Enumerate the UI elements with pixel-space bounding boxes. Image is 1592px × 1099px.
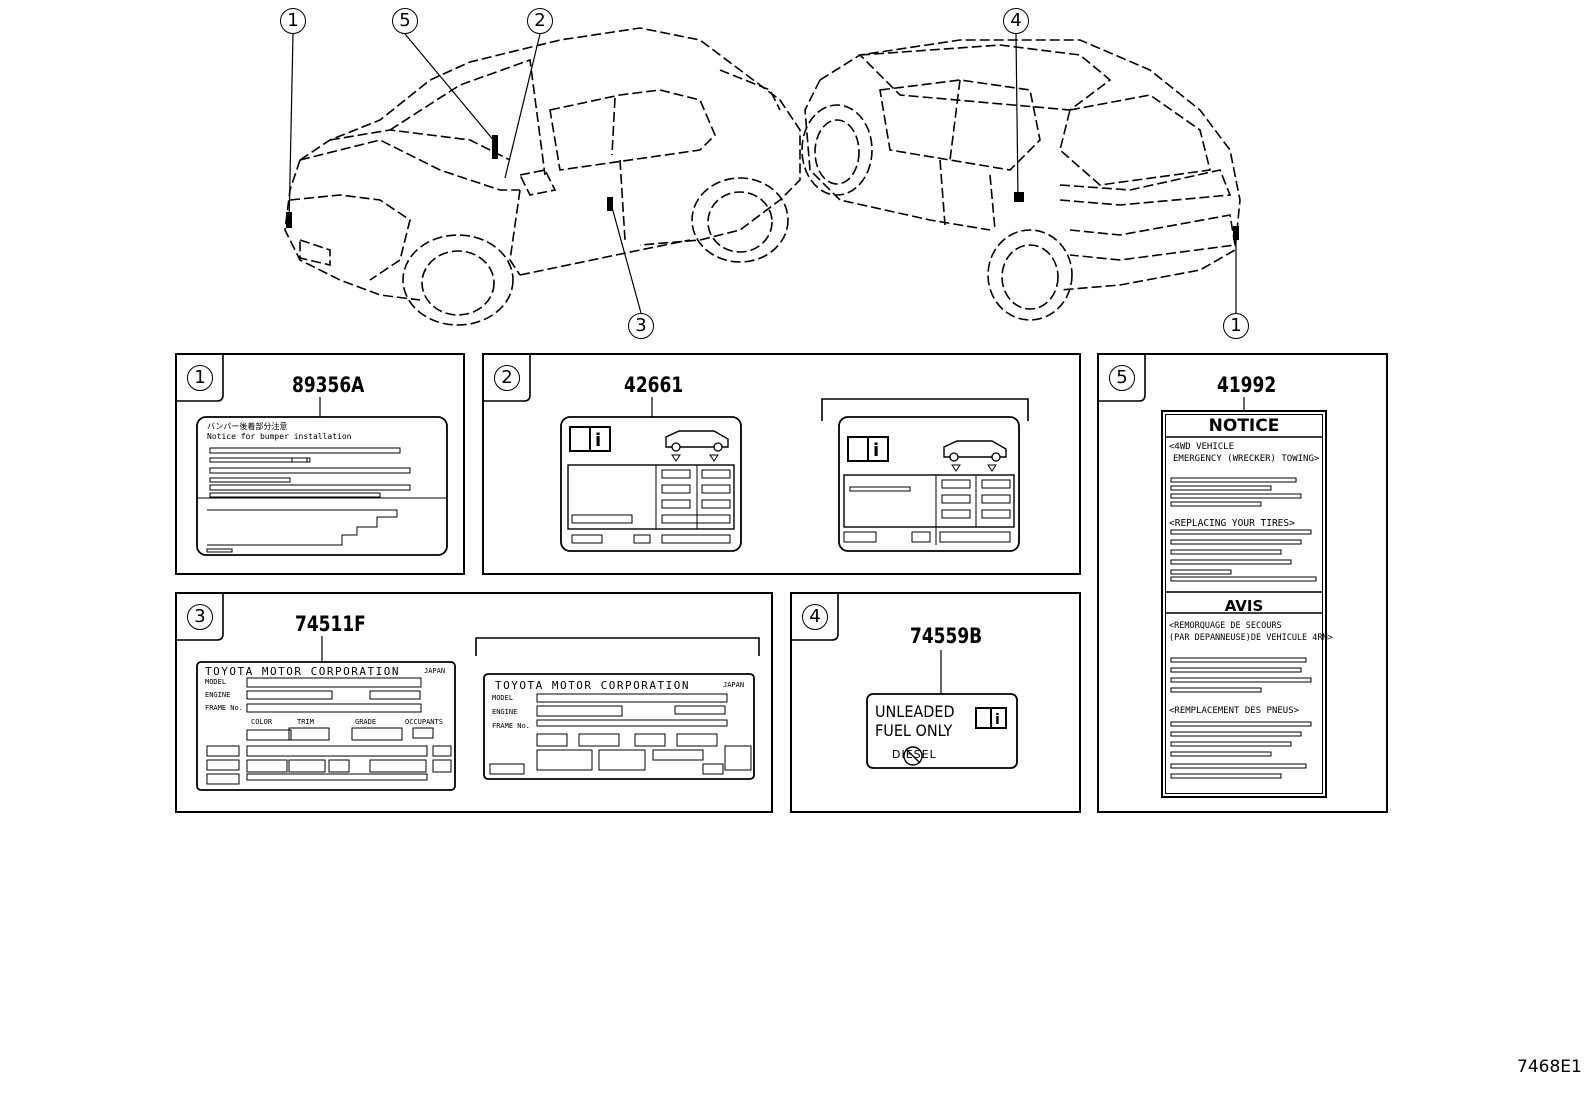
panel-1-badge-corner [177, 355, 224, 402]
panel-2-part-number: 42661 [624, 373, 684, 397]
label-74511F-a-col-grade: GRADE [355, 718, 377, 726]
label-74511F-a-field-frame: FRAME No. [205, 704, 243, 712]
label-74511F-b-field-engine: ENGINE [492, 708, 518, 716]
label-74511F-a-field-model: MODEL [205, 678, 227, 686]
panel-2-badge-corner [484, 355, 531, 402]
avis-line-1: <REMORQUAGE DE SECOURS [1169, 621, 1282, 631]
label-74511F-b-maker: TOYOTA MOTOR CORPORATION [495, 679, 690, 692]
callout-3-front: 3 [628, 313, 654, 339]
label-74511F-b-country: JAPAN [723, 681, 745, 689]
panel-1: 1 89356A バンパー後着部分注意 Notice for bumper in… [175, 353, 465, 575]
label-74559B-drawing: i [866, 650, 1018, 769]
label-74511F-a-col-occupants: OCCUPANTS [405, 718, 443, 726]
label-42661-drawing: i i [560, 397, 1029, 552]
panel-4-part-number: 74559B [910, 624, 983, 648]
label-74511F-a-country: JAPAN [424, 667, 446, 675]
panel-4-badge: 4 [802, 604, 828, 630]
label-74511F-a-col-trim: TRIM [297, 718, 314, 726]
label-41992-inner [1165, 414, 1323, 794]
label-89356A-line-2: Notice for bumper installation [207, 432, 352, 441]
label-74511F-b-field-model: MODEL [492, 694, 514, 702]
label-89356A-line-1: バンパー後着部分注意 [207, 422, 288, 431]
callout-2-front: 2 [527, 8, 553, 34]
panel-4-badge-corner [792, 594, 839, 641]
avis-line-2: (PAR DEPANNEUSE)DE VEHICULE 4RM> [1169, 633, 1333, 643]
notice-line-1: <4WD VEHICLE [1169, 442, 1235, 452]
panel-2: 2 42661 i [482, 353, 1081, 575]
panel-5-badge-corner [1099, 355, 1146, 402]
label-41992-lines [1165, 436, 1323, 779]
vehicle-illustrations [284, 27, 1241, 326]
panel-4: 4 74559B i UNLEADED FUEL ONLY DIESEL [790, 592, 1081, 813]
avis-line-3: <REMPLACEMENT DES PNEUS> [1169, 706, 1300, 716]
notice-line-3: <REPLACING YOUR TIRES> [1169, 518, 1295, 529]
panel-3-part-number: 74511F [295, 612, 366, 636]
callout-5-front: 5 [392, 8, 418, 34]
label-41992: NOTICE <4WD VEHICLE EMERGENCY (WRECKER) … [1161, 410, 1333, 798]
panel-5: 5 41992 NOTICE <4WD VEHICLE EMERGENCY (W… [1097, 353, 1388, 813]
label-74511F-a-field-engine: ENGINE [205, 691, 231, 699]
panel-5-part-number: 41992 [1217, 373, 1277, 397]
callout-1-rear: 1 [1223, 313, 1249, 339]
panel-5-badge: 5 [1109, 365, 1135, 391]
diagram-code: 7468E1 [1517, 1057, 1582, 1077]
svg-text:i: i [595, 430, 601, 451]
front-vehicle-drawing [284, 27, 801, 326]
rear-vehicle-drawing [801, 39, 1241, 321]
label-74559B-line-1: UNLEADED [875, 702, 955, 721]
panel-1-part-number: 89356A [292, 373, 365, 397]
label-74511F-drawing [196, 636, 760, 791]
notice-title: NOTICE [1208, 416, 1280, 436]
svg-text:i: i [873, 440, 879, 461]
callout-4-rear: 4 [1003, 8, 1029, 34]
panel-2-badge: 2 [494, 365, 520, 391]
label-74511F-b-field-frame: FRAME No. [492, 722, 530, 730]
label-74559B-line-2: FUEL ONLY [875, 721, 953, 740]
panel-3-badge-corner [177, 594, 224, 641]
svg-text:i: i [995, 712, 1000, 728]
panel-3: 3 74511F [175, 592, 773, 813]
panel-1-badge: 1 [187, 365, 213, 391]
notice-line-2: EMERGENCY (WRECKER) TOWING> [1173, 454, 1320, 464]
label-74511F-a-maker: TOYOTA MOTOR CORPORATION [205, 665, 400, 678]
avis-title: AVIS [1224, 597, 1264, 615]
panel-5-leader [1243, 397, 1245, 410]
panel-3-badge: 3 [187, 604, 213, 630]
callout-1-front: 1 [280, 8, 306, 34]
label-74559B-line-3: DIESEL [892, 748, 937, 761]
label-89356A-drawing [196, 397, 448, 556]
label-74511F-a-col-color: COLOR [251, 718, 273, 726]
